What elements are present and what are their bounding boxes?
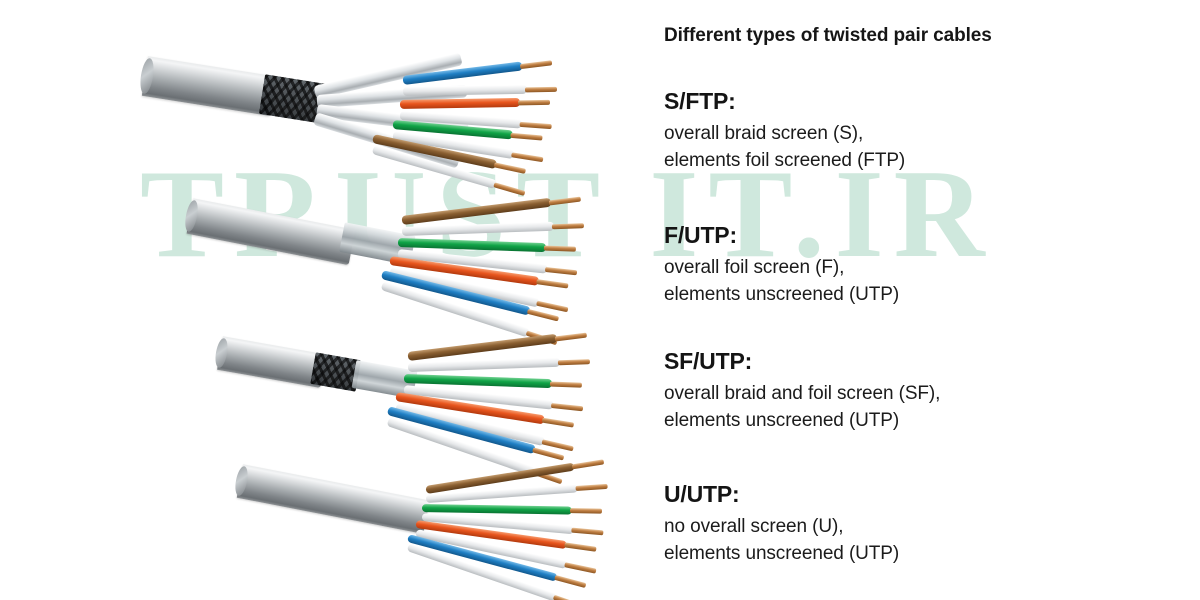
legend-entry-uutp: U/UTP: no overall screen (U), elements u… xyxy=(664,481,1184,567)
cable-photo-sfutp xyxy=(213,330,680,484)
twisted-pair-green xyxy=(421,504,603,515)
copper-conductor xyxy=(519,59,553,69)
legend-desc-line2: elements foil screened (FTP) xyxy=(664,150,906,171)
copper-conductor xyxy=(551,222,584,229)
copper-conductor xyxy=(526,308,560,321)
legend-entry-sftp: S/FTP: overall braid screen (S), element… xyxy=(664,88,1184,174)
twisted-pair-green xyxy=(403,374,582,389)
copper-conductor xyxy=(554,574,587,589)
copper-conductor xyxy=(517,99,551,105)
twisted-pair-brown-white xyxy=(401,221,584,236)
legend-desc-line2: elements unscreened (UTP) xyxy=(664,543,900,564)
copper-conductor xyxy=(575,483,608,492)
legend-code-uutp: U/UTP: xyxy=(664,481,740,507)
copper-conductor xyxy=(519,121,552,129)
copper-conductor xyxy=(552,594,585,600)
cable-jacket xyxy=(236,464,430,534)
cable-photo-uutp xyxy=(233,459,690,600)
legend-code-futp: F/UTP: xyxy=(664,222,737,248)
page-title: Different types of twisted pair cables xyxy=(664,25,992,46)
copper-conductor xyxy=(571,459,605,470)
copper-conductor xyxy=(532,446,565,461)
copper-conductor xyxy=(557,358,590,365)
legend-entry-sfutp: SF/UTP: overall braid and foil screen (S… xyxy=(664,348,1184,434)
legend-entry-futp: F/UTP: overall foil screen (F), elements… xyxy=(664,222,1184,308)
copper-conductor xyxy=(571,527,604,536)
legend-desc-line1: overall foil screen (F), xyxy=(664,257,845,278)
legend-desc-line1: overall braid screen (S), xyxy=(664,123,864,144)
copper-conductor xyxy=(564,542,597,552)
copper-conductor xyxy=(524,86,558,92)
cable-photo-futp xyxy=(183,190,660,345)
cable-photo-sftp xyxy=(138,42,645,196)
legend-desc-line2: elements unscreened (UTP) xyxy=(664,410,900,431)
copper-conductor xyxy=(564,562,597,574)
copper-conductor xyxy=(541,417,575,428)
twisted-pair-orange xyxy=(399,97,551,109)
copper-conductor xyxy=(544,266,578,275)
twisted-pair-brown xyxy=(407,332,587,361)
legend-column: Different types of twisted pair cables S… xyxy=(664,0,1194,600)
twisted-pair-blue-white xyxy=(402,84,558,96)
legend-desc-line1: no overall screen (U), xyxy=(664,516,844,537)
copper-conductor xyxy=(543,245,576,252)
copper-conductor xyxy=(549,381,582,388)
twisted-pair-green xyxy=(397,238,576,253)
cable-jacket xyxy=(186,198,356,266)
legend-desc-line2: elements unscreened (UTP) xyxy=(664,284,900,305)
legend-code-sfutp: SF/UTP: xyxy=(664,348,753,374)
copper-conductor xyxy=(510,132,543,141)
legend-desc-line1: overall braid and foil screen (SF), xyxy=(664,383,941,404)
copper-conductor xyxy=(550,402,584,411)
legend-code-sftp: S/FTP: xyxy=(664,88,736,114)
copper-conductor xyxy=(548,196,581,205)
twisted-pair-brown-white xyxy=(407,357,590,372)
copper-conductor xyxy=(569,508,603,514)
copper-conductor xyxy=(541,438,574,451)
copper-conductor xyxy=(554,332,587,341)
copper-conductor xyxy=(536,278,569,289)
copper-conductor xyxy=(493,161,527,174)
copper-conductor xyxy=(536,300,569,312)
twisted-pair-brown xyxy=(401,196,581,225)
copper-conductor xyxy=(511,151,544,162)
cable-jacket xyxy=(141,56,277,117)
